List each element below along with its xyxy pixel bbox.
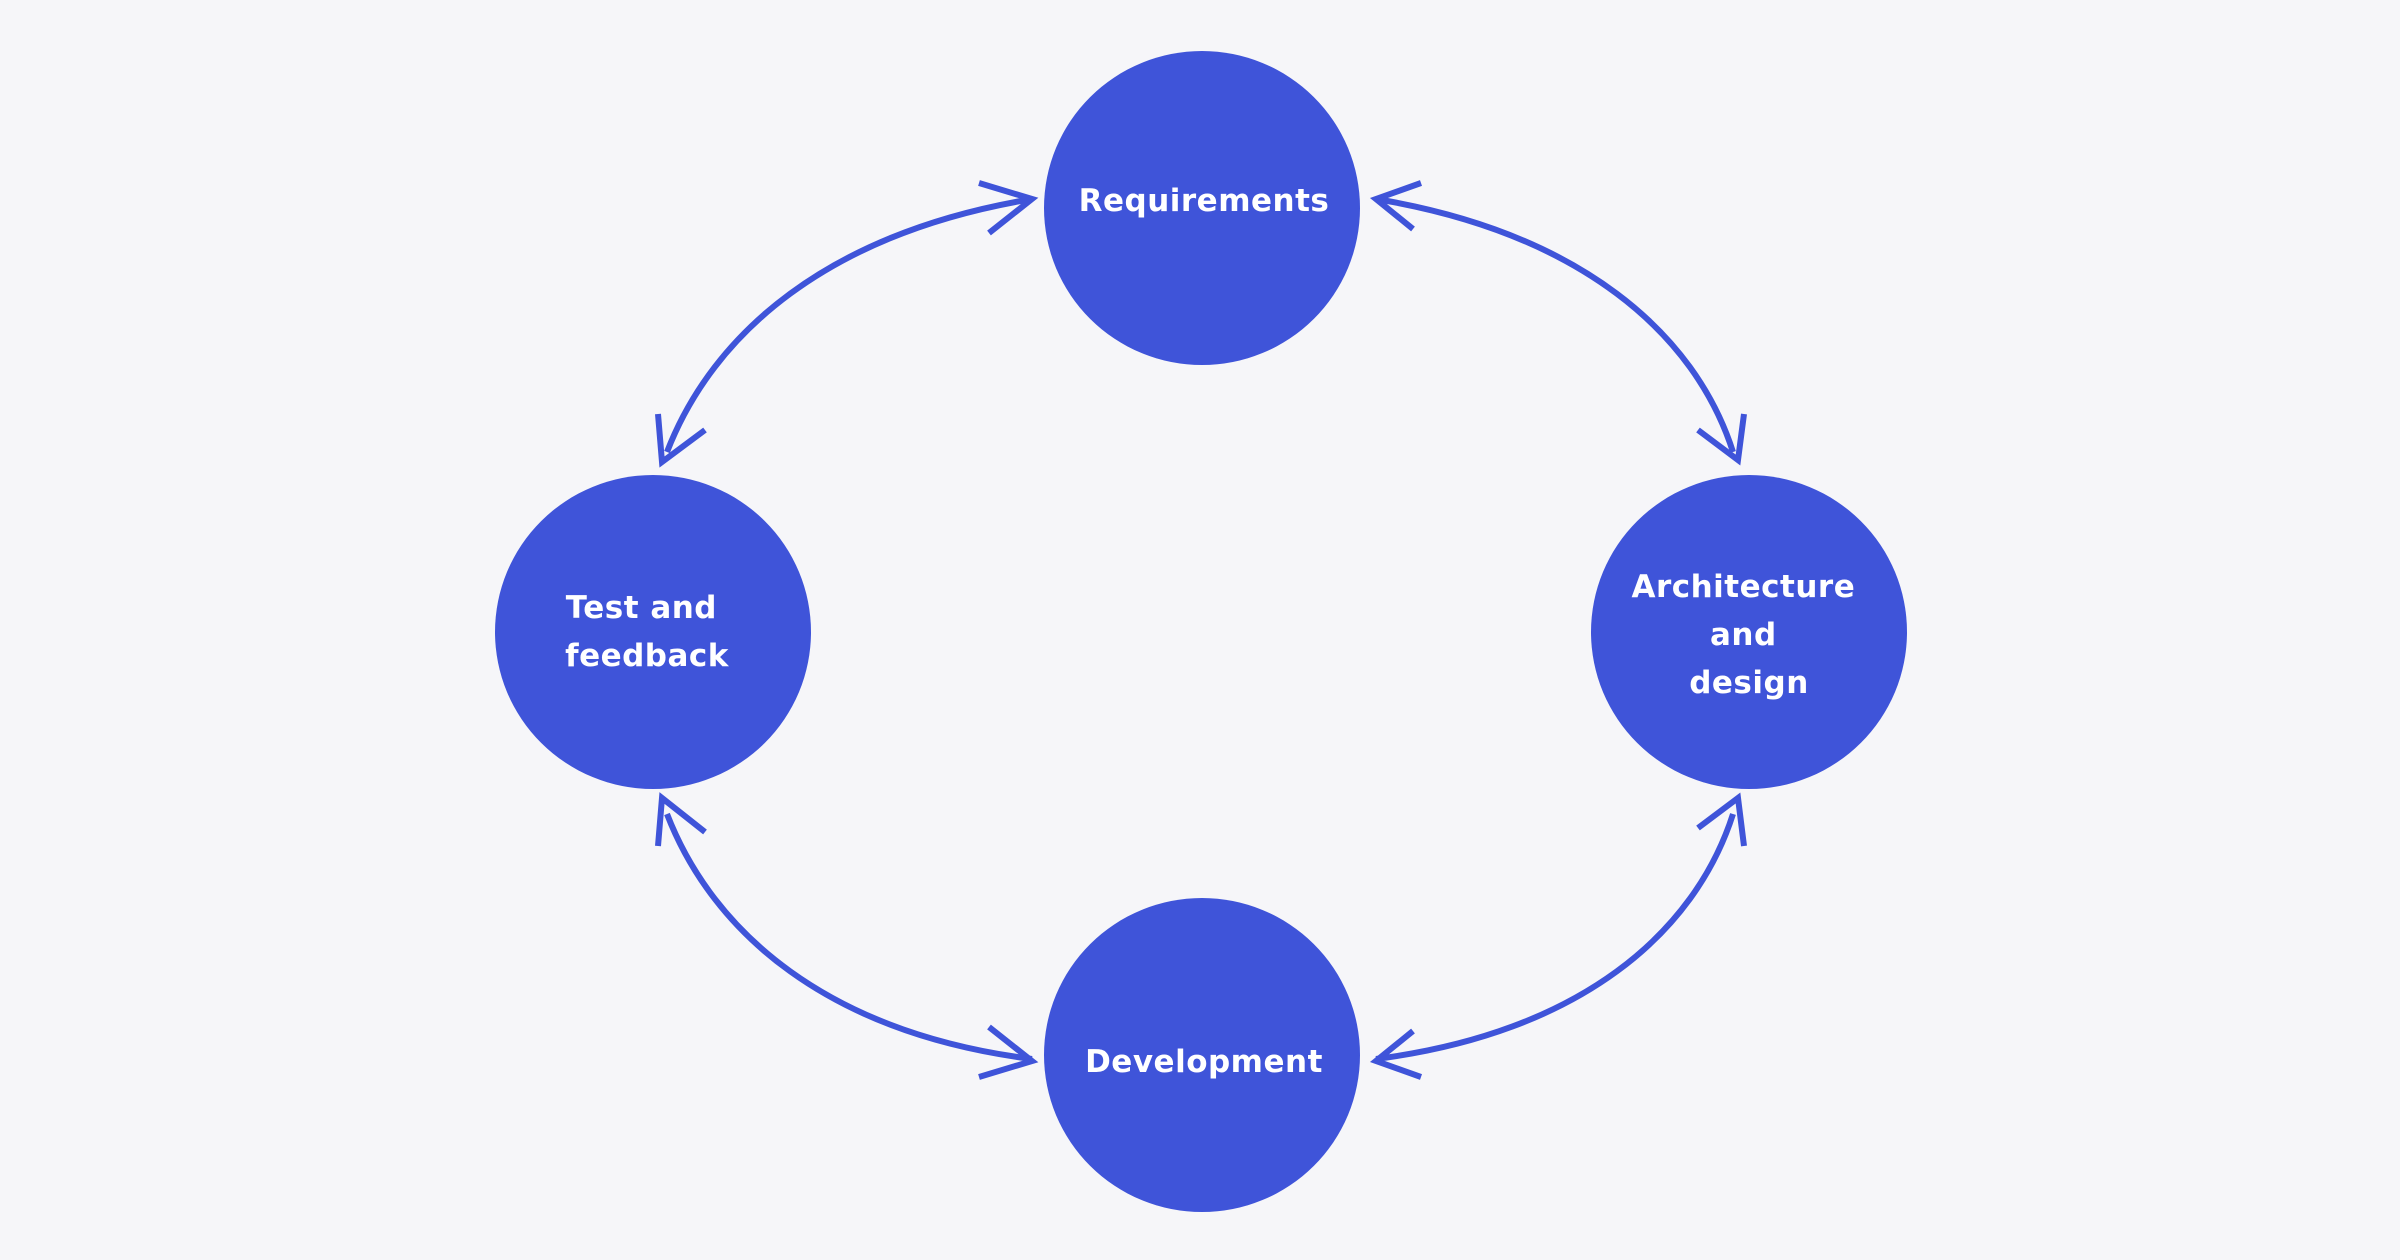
connectors [655, 180, 1747, 1080]
connector-curve [1375, 813, 1736, 1062]
architecture-label-line: design [1689, 665, 1809, 701]
arrowhead-architecture [1696, 792, 1747, 847]
architecture-label-line: Architecture [1631, 569, 1855, 605]
arrowhead-development [1369, 1028, 1423, 1080]
arrowhead-requirements [978, 180, 1039, 236]
connector-architecture-development [1369, 792, 1747, 1080]
arrowhead-test [655, 413, 707, 468]
connector-curve [664, 812, 1033, 1062]
arrowhead-requirements [1369, 180, 1423, 232]
requirements-circle [1044, 51, 1360, 365]
requirements-label-line: Requirements [1079, 183, 1330, 219]
test-circle [495, 475, 811, 789]
development-label-line: Development [1085, 1044, 1323, 1080]
arrowhead-architecture [1696, 413, 1747, 466]
development-circle [1044, 898, 1360, 1212]
node-development: Development [1044, 898, 1360, 1212]
arrowhead-development [978, 1024, 1039, 1080]
connector-development-test [655, 792, 1039, 1080]
node-requirements: Requirements [1044, 51, 1360, 365]
node-test-and-feedback: Test and feedback [495, 475, 811, 789]
test-label-line: Test and [566, 590, 717, 626]
development-label: Development [1085, 1044, 1323, 1080]
connector-requirements-architecture [1369, 180, 1747, 466]
connector-curve [664, 196, 1033, 454]
test-label-line: feedback [565, 638, 730, 674]
node-architecture-and-design: Architecture and design [1591, 475, 1907, 789]
architecture-label: Architecture and design [1631, 569, 1866, 701]
test-label: Test and feedback [565, 590, 730, 674]
architecture-circle [1591, 475, 1907, 789]
requirements-label: Requirements [1079, 183, 1330, 219]
connector-curve [1375, 196, 1736, 453]
architecture-label-line: and [1710, 617, 1777, 653]
arrowhead-test [655, 792, 707, 847]
connector-test-requirements [655, 180, 1039, 468]
